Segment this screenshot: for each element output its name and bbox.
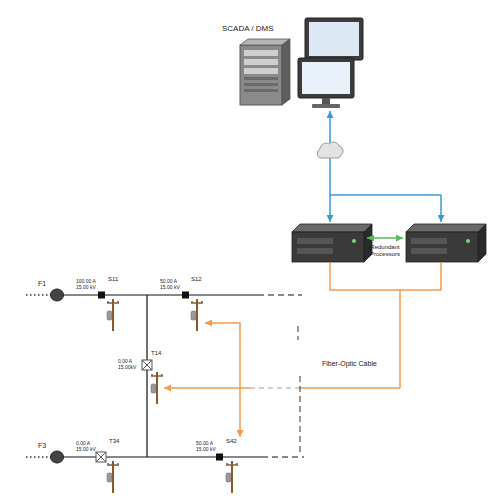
feeder-line: [262, 456, 304, 457]
status-led: [466, 239, 470, 243]
comm-link: [329, 158, 331, 222]
processor: [292, 224, 372, 262]
server-body: [240, 45, 282, 105]
voltage-reading: 15.00 kV: [76, 446, 96, 452]
feeder-line: [63, 294, 258, 295]
processor-top: [292, 224, 372, 232]
fiber-optic-cable: [399, 290, 401, 388]
feeder-line: [258, 294, 302, 295]
feeder-line: [63, 456, 262, 457]
monitor-stand: [322, 98, 330, 104]
switch-closed: [216, 454, 223, 461]
processor-panel: [411, 238, 447, 244]
switch-closed: [182, 292, 189, 299]
current-reading: 50.00 A: [196, 440, 213, 446]
processor-top: [406, 224, 486, 232]
feeder-id: F1: [38, 280, 46, 288]
switch-node: 50.00 A15.00 kV S12: [158, 275, 205, 332]
utility-pole: [107, 461, 119, 493]
switch-open: [142, 360, 152, 370]
switch-open: [142, 360, 152, 370]
switch-closed: [98, 292, 105, 299]
status-led: [352, 239, 356, 243]
current-reading: 50.00 A: [160, 278, 177, 284]
comm-link: [330, 194, 441, 196]
device-id: S12: [191, 276, 202, 283]
vent: [244, 83, 278, 86]
processor-front: [292, 232, 364, 262]
server-tower: [240, 39, 290, 105]
switch-open: [96, 452, 106, 462]
switch-open: [96, 452, 106, 462]
fiber-link: [205, 323, 240, 437]
processor-side: [478, 224, 486, 262]
vent: [244, 77, 278, 80]
feeder-id: F3: [38, 442, 46, 450]
server-side: [282, 39, 290, 105]
fiber-optic-cable: [300, 387, 400, 389]
drive-bay: [244, 50, 278, 56]
component-label: Redundant Processors: [365, 244, 405, 258]
tie-switch-node: 0.00 A15.00 kV T34: [74, 437, 121, 493]
comm-link: [329, 111, 331, 143]
switch-open: [96, 452, 106, 462]
drive-bay: [244, 59, 278, 65]
monitor-screen: [302, 62, 350, 94]
feeder-line: [26, 294, 50, 296]
fiber-optic-cable: [164, 387, 250, 389]
feeder-node: F1: [38, 280, 48, 290]
device-id: S11: [108, 276, 118, 283]
feeder-source: [51, 289, 64, 301]
voltage-reading: 15.00 kV: [196, 446, 216, 452]
redundancy-link: [367, 237, 403, 239]
current-reading: 100.00 A: [76, 278, 96, 284]
monitor-base: [312, 104, 340, 108]
switch-node: 50.00 A15.00 kV S42: [194, 437, 246, 493]
processor-front: [406, 232, 478, 262]
feeder-source: [51, 451, 64, 463]
utility-pole: [226, 461, 238, 493]
processor: [406, 224, 486, 262]
processor-panel: [411, 248, 447, 254]
switch-node: 100.00 A15.00 kV S11: [74, 275, 120, 332]
feeder-line: [26, 456, 50, 458]
vent: [244, 89, 278, 92]
tie-switch-node: 0.00 A15.00kV T14: [116, 349, 163, 371]
device-id: T34: [109, 438, 119, 445]
fiber-optic-cable: [250, 387, 300, 389]
voltage-reading: 15.00kV: [118, 364, 136, 370]
comm-link: [440, 195, 442, 222]
feeder-node: F3: [38, 442, 48, 452]
monitor-frame: [298, 58, 354, 98]
utility-pole: [107, 299, 119, 331]
drive-bay: [244, 68, 278, 74]
switch-open: [142, 360, 152, 370]
voltage-reading: 15.00 kV: [160, 284, 180, 290]
device-id: T14: [151, 350, 161, 357]
system-name: SCADA / DMS: [222, 24, 274, 34]
utility-pole: [191, 299, 203, 331]
current-reading: 0.00 A: [118, 358, 132, 364]
monitor-front: [298, 58, 354, 108]
device-id: S42: [226, 438, 237, 445]
current-reading: 0.00 A: [76, 440, 90, 446]
network-cloud: [317, 142, 343, 158]
system-label: SCADA / DMS: [222, 24, 275, 35]
cable-label: Fiber-Optic Cable: [322, 360, 377, 368]
utility-pole: [151, 372, 163, 404]
fiber-optic-cable: [330, 262, 441, 290]
monitor-screen: [309, 22, 359, 56]
tie-line: [146, 295, 147, 457]
feeder-line: [300, 376, 301, 452]
feeder-line: [298, 326, 299, 340]
monitor-frame: [305, 18, 363, 60]
processor-panel: [297, 248, 333, 254]
voltage-reading: 15.00 kV: [76, 284, 96, 290]
server-top: [240, 39, 290, 45]
processor-panel: [297, 238, 333, 244]
